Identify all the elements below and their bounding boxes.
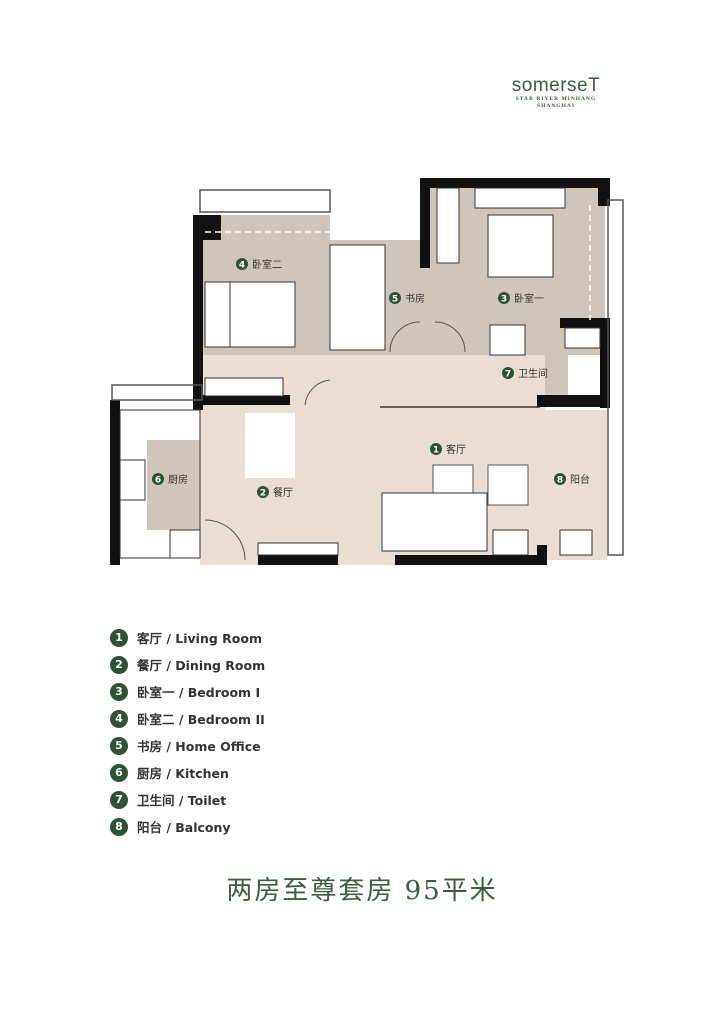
room-label-8: 8 阳台 (554, 473, 590, 486)
number-badge: 2 (110, 655, 128, 674)
number-badge: 4 (110, 709, 128, 728)
svg-text:卫生间: 卫生间 (518, 367, 548, 380)
room-legend: 1 客厅 / Living Room 2 餐厅 / Dining Room 3 … (110, 624, 265, 840)
svg-text:餐厅: 餐厅 (273, 486, 293, 499)
number-badge: 5 (110, 736, 128, 755)
legend-item-bedroom-1: 3 卧室一 / Bedroom I (110, 678, 265, 705)
svg-text:3: 3 (501, 295, 507, 305)
svg-text:1: 1 (433, 446, 439, 456)
logo-brand: somerseT (511, 75, 601, 96)
svg-text:4: 4 (239, 261, 245, 271)
svg-text:5: 5 (392, 295, 398, 305)
legend-item-living-room: 1 客厅 / Living Room (110, 624, 265, 651)
room-label-3: 3 卧室一 (498, 292, 544, 305)
svg-text:卧室一: 卧室一 (514, 292, 544, 305)
room-label-5: 5 书房 (389, 292, 425, 305)
room-label-4: 4 卧室二 (236, 258, 282, 271)
svg-text:7: 7 (505, 370, 511, 380)
svg-text:8: 8 (557, 476, 563, 486)
somerset-logo: somerseT STAR RIVER MINHANG SHANGHAI (496, 76, 616, 110)
number-badge: 3 (110, 682, 128, 701)
number-badge: 8 (110, 817, 128, 836)
svg-text:卧室二: 卧室二 (252, 258, 282, 271)
svg-text:厨房: 厨房 (168, 473, 188, 486)
unit-title: 两房至尊套房 95平米 (226, 876, 498, 906)
room-label-1: 1 客厅 (430, 443, 466, 456)
room-label-2: 2 餐厅 (257, 486, 293, 499)
room-label-7: 7 卫生间 (502, 367, 548, 380)
room-label-6: 6 厨房 (152, 473, 188, 486)
svg-text:6: 6 (155, 476, 161, 486)
legend-item-toilet: 7 卫生间 / Toilet (110, 786, 265, 813)
number-badge: 7 (110, 790, 128, 809)
legend-item-kitchen: 6 厨房 / Kitchen (110, 759, 265, 786)
floor-plan: 4 卧室二 5 书房 3 卧室一 7 卫生间 1 客厅 6 厨房 2 餐厅 8 … (110, 178, 624, 565)
legend-item-dining-room: 2 餐厅 / Dining Room (110, 651, 265, 678)
svg-text:客厅: 客厅 (446, 443, 466, 456)
logo-subtitle-line2: SHANGHAI (537, 103, 575, 109)
number-badge: 1 (110, 628, 128, 647)
svg-text:阳台: 阳台 (570, 473, 590, 486)
logo-subtitle-line1: STAR RIVER MINHANG (515, 96, 597, 102)
legend-item-bedroom-2: 4 卧室二 / Bedroom II (110, 705, 265, 732)
number-badge: 6 (110, 763, 128, 782)
svg-text:2: 2 (260, 489, 266, 499)
legend-item-balcony: 8 阳台 / Balcony (110, 813, 265, 840)
legend-item-home-office: 5 书房 / Home Office (110, 732, 265, 759)
svg-text:书房: 书房 (405, 292, 425, 305)
